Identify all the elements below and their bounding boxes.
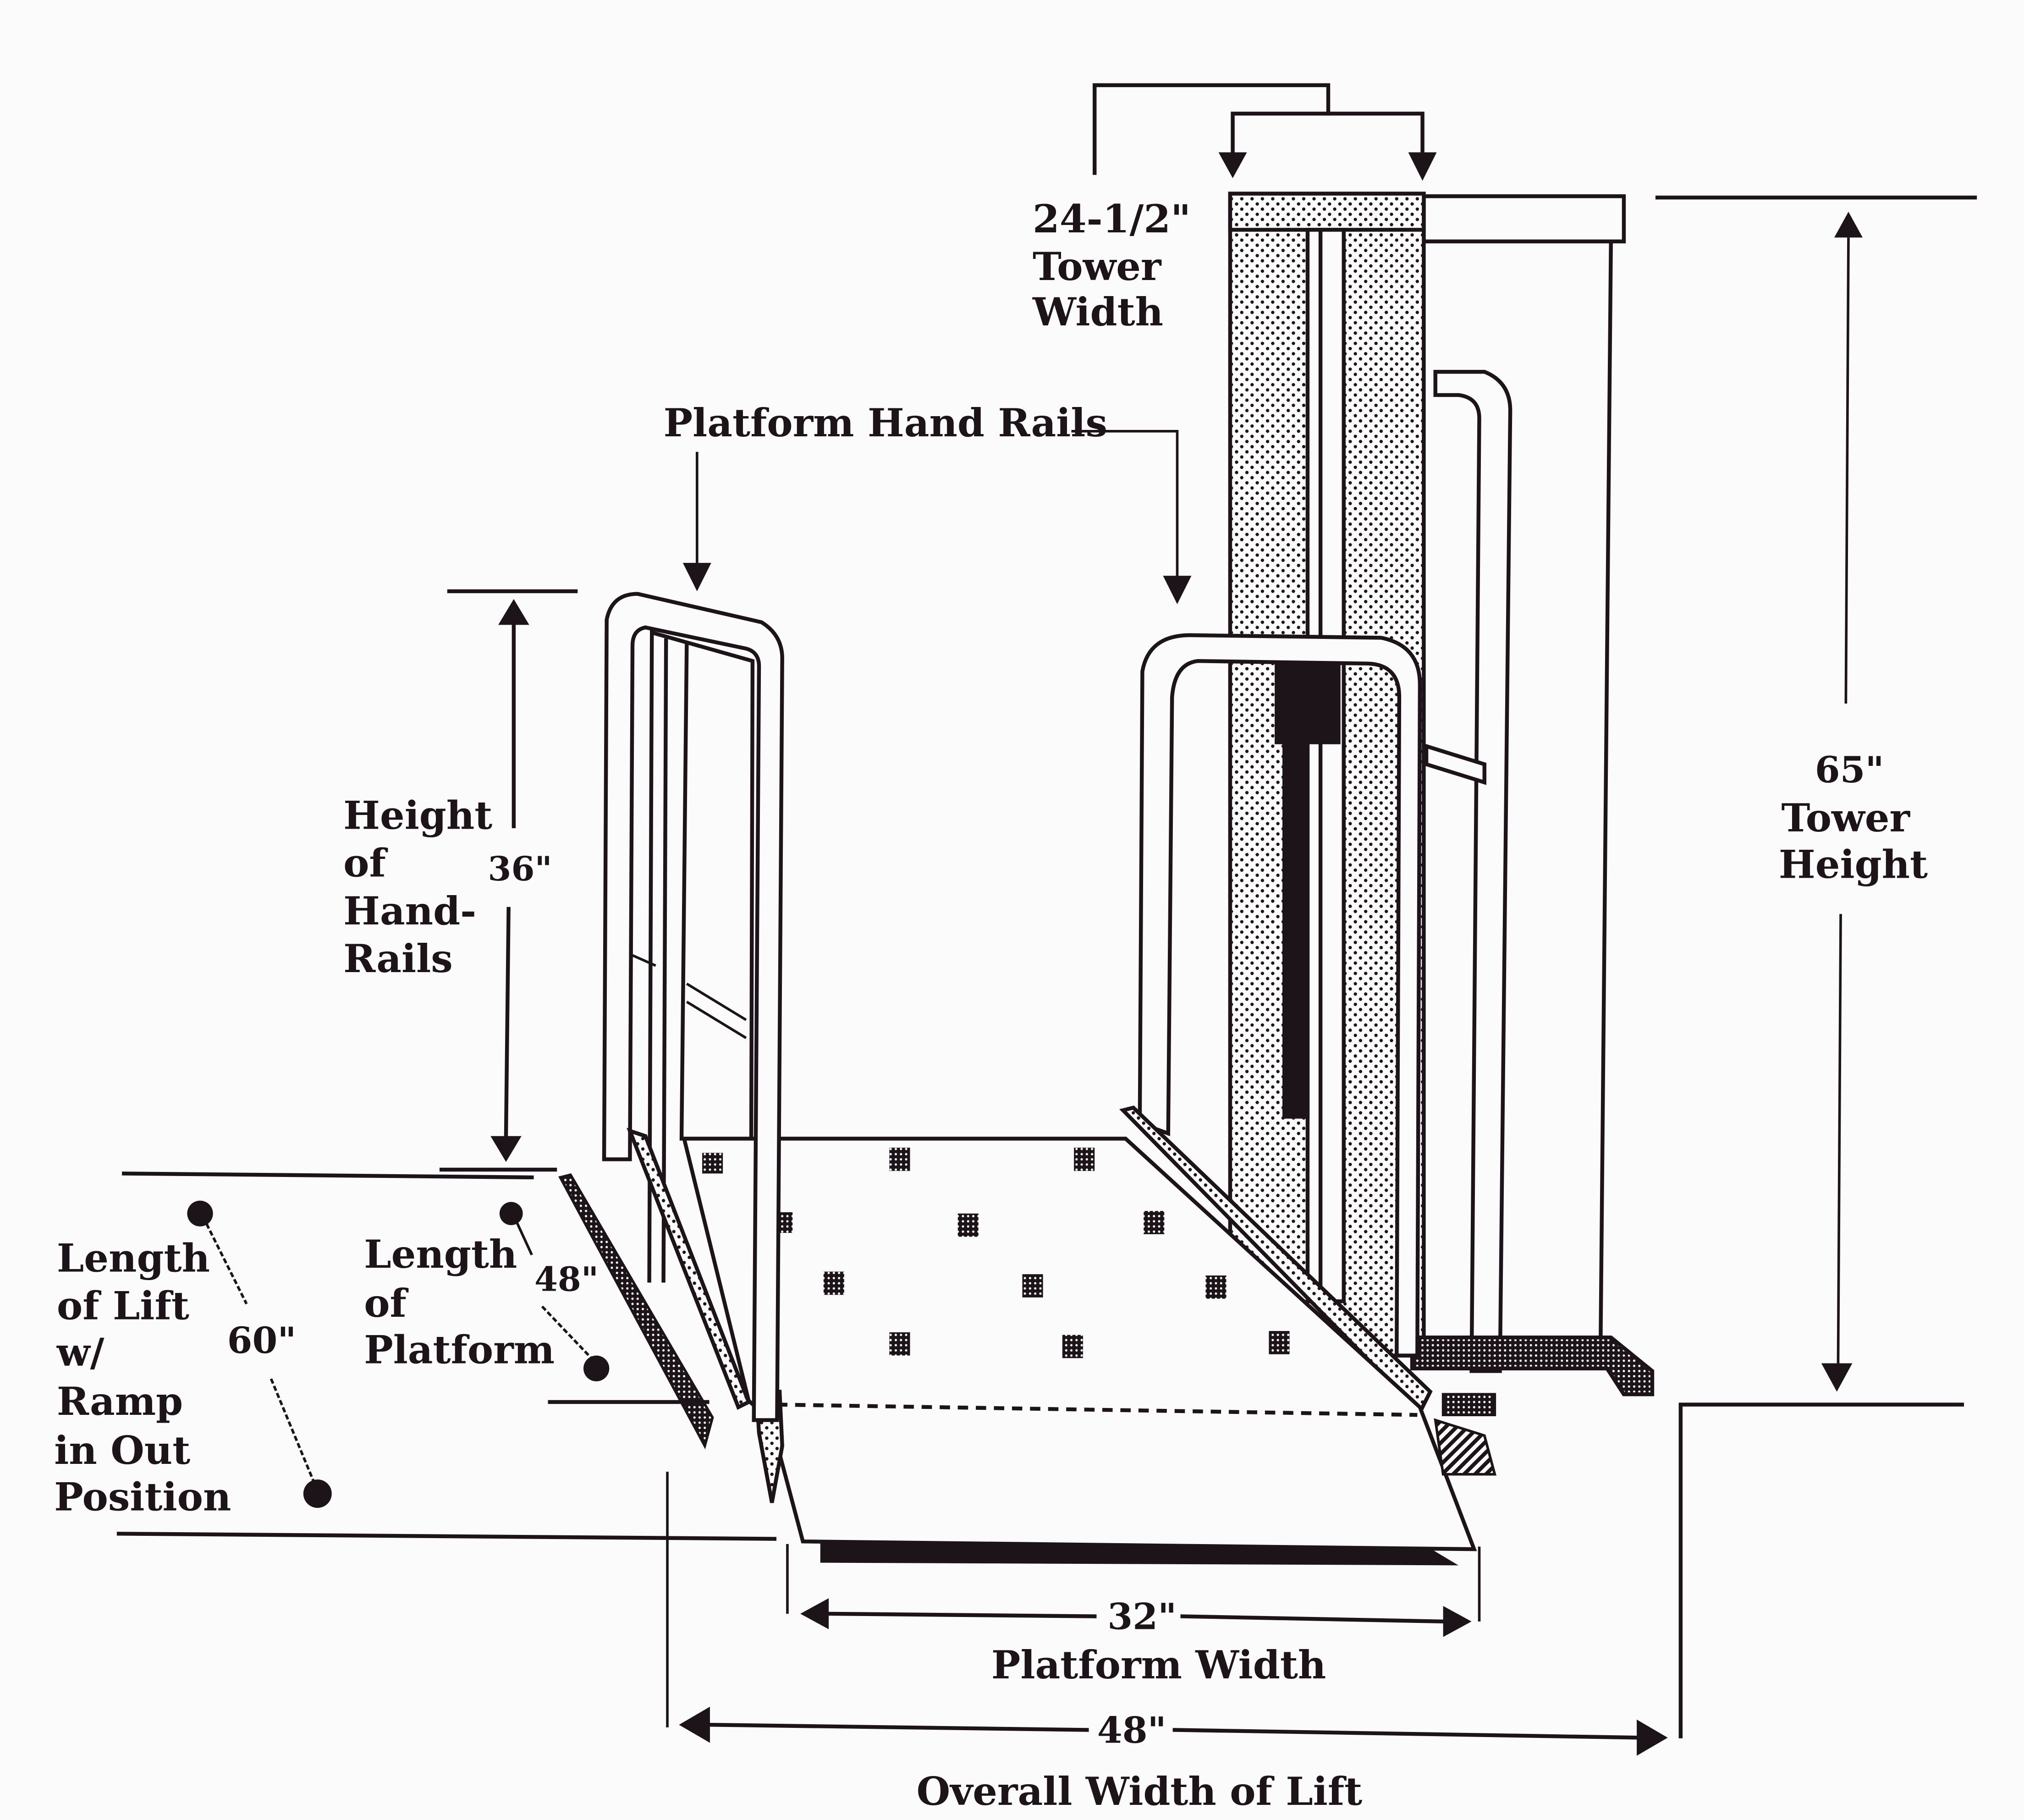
platform-length-line-top: [515, 1221, 533, 1256]
ramp-edge-flap: [558, 1173, 714, 1450]
handrails-leader-right: [1071, 429, 1179, 578]
arrow-dot-icon: [499, 1202, 523, 1226]
platform-length-label-2: of: [364, 1281, 408, 1326]
arrow-down-icon: [1821, 1363, 1853, 1392]
tower-grab-rail: [1433, 370, 1512, 1373]
arrow-left-icon: [800, 1598, 829, 1629]
lift-length-label-2: of Lift: [57, 1283, 189, 1329]
handrails-label: Platform Hand Rails: [664, 400, 1107, 445]
right-handrail-tube: [1138, 633, 1422, 1358]
lift-length-top-ext: [122, 1171, 534, 1180]
platform-length-label-1: Length: [364, 1232, 517, 1277]
tower-width-leader: [1093, 83, 1331, 175]
left-handrail-tube: [602, 592, 784, 1422]
lift-length-label-5: in Out: [54, 1428, 190, 1473]
handrails-callout: Platform Hand Rails: [664, 400, 1192, 605]
lift-length-label-4: Ramp: [57, 1379, 183, 1424]
arrow-right-icon: [1443, 1606, 1472, 1637]
arrow-right-icon: [1637, 1719, 1668, 1756]
left-kickplate: [627, 1127, 751, 1410]
overall-width-value: 48": [1097, 1709, 1166, 1752]
left-handrail-post-2: [661, 638, 668, 1283]
lift-length-label-3: w/: [56, 1330, 104, 1375]
tower-height-label-1: Tower: [1782, 795, 1911, 841]
overall-width-dimension: 48" Overall Width of Lift: [666, 1472, 1668, 1814]
arrow-left-icon: [679, 1706, 710, 1743]
handrail-height-label-4: Rails: [343, 936, 453, 981]
platform-length-line-bottom: [541, 1305, 595, 1362]
tower-height-line-bottom: [1837, 914, 1842, 1364]
tower-height-label-2: Height: [1779, 841, 1928, 887]
right-handrail: [1119, 633, 1433, 1416]
tower-height-bottom-ext: [1678, 1402, 1964, 1738]
overall-width-line-right: [1172, 1728, 1642, 1740]
left-crossbar-c: [686, 1001, 747, 1039]
left-handrail-post: [679, 643, 689, 1141]
arrow-dot-icon: [583, 1355, 610, 1381]
tower-cap: [1422, 194, 1626, 243]
handrail-height-label-1: Height: [343, 792, 492, 838]
arrow-up-icon: [1834, 211, 1863, 238]
platform-width-caption: Platform Width: [991, 1642, 1326, 1688]
platform-length-value: 48": [534, 1260, 599, 1299]
handrail-height-label-2: of: [343, 841, 388, 886]
ramp-latch: [1441, 1393, 1496, 1416]
tower-width-value: 24-1/2": [1033, 196, 1191, 242]
lift-length-label-1: Length: [57, 1236, 210, 1281]
overall-width-caption: Overall Width of Lift: [917, 1769, 1363, 1814]
lift-length-label-6: Position: [54, 1474, 231, 1520]
lift-length-bottom-ext: [116, 1532, 777, 1541]
handrail-height-label-3: Hand-: [343, 888, 476, 934]
tower-right-edge: [1598, 239, 1613, 1345]
tower-height-value: 65": [1815, 748, 1884, 791]
lift-length-dimension: 60" Length of Lift w/ Ramp in Out Positi…: [54, 1171, 777, 1541]
handrail-height-line-bottom: [504, 907, 511, 1138]
platform-length-label-3: Platform: [364, 1327, 555, 1372]
tower: [1228, 192, 1655, 1397]
platform-width-line-left: [826, 1611, 1097, 1618]
left-handrail-inner-frame: [647, 630, 755, 1283]
handrail-height-value: 36": [488, 849, 552, 889]
tower-width-bracket: [1231, 111, 1424, 162]
tower-height-dimension: 65" Tower Height: [1655, 195, 1977, 1738]
handrail-height-dimension: 36" Height of Hand- Rails: [343, 589, 578, 1162]
arrow-down-icon: [1218, 152, 1247, 178]
left-handrail: [558, 592, 784, 1450]
platform-width-value: 32": [1107, 1595, 1177, 1638]
platform: [682, 1137, 1496, 1566]
lift-length-line-top: [205, 1223, 248, 1305]
ramp-shadow: [820, 1543, 1458, 1566]
tower-header: [1228, 192, 1426, 232]
right-kickplate: [1119, 1105, 1433, 1416]
tower-height-line-top: [1844, 237, 1850, 704]
arrow-up-icon: [498, 599, 529, 625]
deck-texture: [702, 1148, 1290, 1358]
arrow-dot-icon: [303, 1479, 332, 1508]
arrow-down-icon: [1163, 576, 1192, 605]
platform-width-line-right: [1180, 1614, 1445, 1624]
overall-width-line-left: [708, 1722, 1089, 1732]
platform-width-dimension: 32" Platform Width: [786, 1544, 1481, 1688]
tower-base: [1410, 1335, 1655, 1397]
arrow-down-icon: [490, 1136, 522, 1162]
left-crossbar-a: [632, 954, 656, 967]
arrow-dot-icon: [187, 1200, 213, 1226]
ramp-latch-block: [1434, 1418, 1496, 1476]
arrow-down-icon: [682, 563, 711, 592]
carriage-mast: [1282, 743, 1310, 1119]
tower-width-label-2: Width: [1032, 289, 1163, 335]
tower-width-label-1: Tower: [1033, 244, 1162, 289]
ramp-fold-line: [777, 1402, 1418, 1417]
arrow-down-icon: [1408, 152, 1437, 181]
tower-strut: [1424, 743, 1486, 785]
lift-length-line-bottom: [270, 1378, 316, 1485]
left-crossbar-b: [686, 982, 747, 1021]
platform-length-dimension: 48" Length of Platform: [364, 1167, 710, 1404]
tower-width-dimension: 24-1/2" Tower Width: [1032, 83, 1437, 335]
tower-slot: [1305, 228, 1346, 1303]
lift-length-value: 60": [227, 1319, 297, 1362]
